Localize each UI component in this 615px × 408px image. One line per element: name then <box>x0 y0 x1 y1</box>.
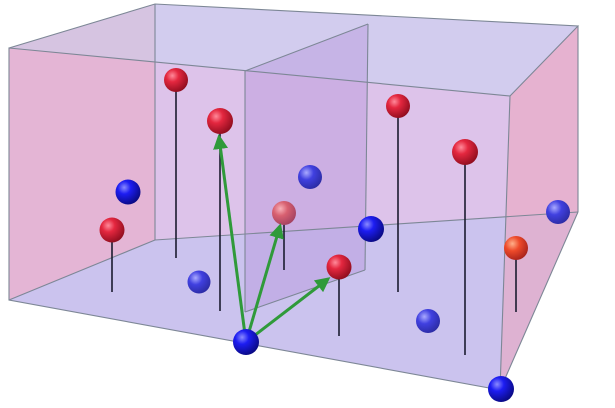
red-sphere <box>164 68 188 92</box>
blue-sphere <box>416 309 440 333</box>
divider-top-edge <box>244 23 369 72</box>
box-top-edge <box>8 3 580 97</box>
blue-sphere <box>187 270 211 294</box>
box-top-face <box>9 4 578 96</box>
blue-sphere <box>298 165 322 189</box>
red-spheres-front <box>207 108 352 280</box>
origin-blue-sphere <box>233 329 259 355</box>
red-sphere <box>504 236 528 260</box>
red-sphere <box>386 94 410 118</box>
lattice-vectors <box>213 134 331 344</box>
blue-sphere <box>358 216 384 242</box>
blue-spheres-front <box>233 216 514 402</box>
box-faces <box>9 4 578 390</box>
blue-sphere <box>115 179 141 205</box>
vector-arrow <box>244 223 284 343</box>
red-sphere <box>99 217 125 243</box>
vector-arrow <box>213 134 248 343</box>
box-floor-left-edge <box>8 239 156 301</box>
blue-sphere <box>488 376 514 402</box>
box-right-face <box>500 26 578 390</box>
box-floor-right-edge <box>499 211 579 391</box>
red-sphere <box>272 201 296 225</box>
box-front-face <box>9 48 510 390</box>
red-sphere <box>452 139 478 165</box>
red-sphere <box>326 254 352 280</box>
vector-arrow <box>245 277 331 344</box>
box-floor-face <box>9 212 578 390</box>
blue-spheres-back <box>115 165 570 333</box>
red-sphere <box>207 108 233 134</box>
blue-sphere <box>546 200 570 224</box>
red-spheres <box>99 68 528 260</box>
